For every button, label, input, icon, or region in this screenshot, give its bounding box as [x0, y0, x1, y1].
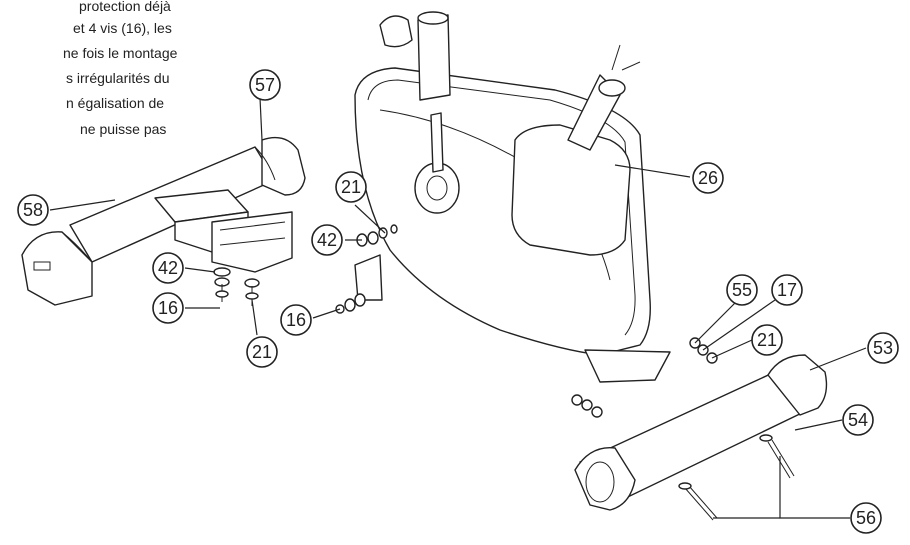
svg-text:16: 16 — [286, 310, 306, 330]
callout-21: 21 — [335, 171, 367, 203]
svg-text:21: 21 — [252, 342, 272, 362]
callout-16: 16 — [152, 292, 184, 324]
callout-21: 21 — [751, 324, 783, 356]
svg-text:21: 21 — [757, 330, 777, 350]
svg-text:16: 16 — [158, 298, 178, 318]
instruction-line: et 4 vis (16), les — [73, 20, 172, 36]
callout-21: 21 — [246, 336, 278, 368]
instruction-line: ne puisse pas — [80, 121, 167, 137]
instruction-line: s irrégularités du — [66, 70, 170, 86]
callout-54: 54 — [842, 404, 874, 436]
rear-bolts — [678, 434, 795, 521]
callout-26: 26 — [692, 162, 724, 194]
front-stabilizer — [21, 136, 306, 306]
callout-17: 17 — [771, 274, 803, 306]
svg-text:53: 53 — [873, 338, 893, 358]
leader-lines — [49, 97, 867, 519]
frame-fasteners — [335, 224, 718, 418]
svg-text:17: 17 — [777, 280, 797, 300]
callout-57: 57 — [249, 69, 281, 101]
instruction-line: n égalisation de — [66, 95, 165, 111]
rear-stabilizer — [574, 354, 828, 511]
callout-42: 42 — [152, 252, 184, 284]
svg-text:54: 54 — [848, 410, 868, 430]
callout-53: 53 — [867, 332, 899, 364]
svg-text:55: 55 — [732, 280, 752, 300]
svg-text:58: 58 — [23, 200, 43, 220]
callout-56: 56 — [850, 502, 882, 534]
instruction-line: ne fois le montage — [63, 45, 178, 61]
callout-16: 16 — [280, 304, 312, 336]
front-fasteners — [213, 267, 260, 306]
svg-text:21: 21 — [341, 177, 361, 197]
svg-text:42: 42 — [158, 258, 178, 278]
svg-text:57: 57 — [255, 75, 275, 95]
instruction-line: protection déjà — [79, 0, 171, 14]
svg-text:56: 56 — [856, 508, 876, 528]
svg-text:42: 42 — [317, 230, 337, 250]
main-frame — [354, 11, 671, 383]
svg-text:26: 26 — [698, 168, 718, 188]
callout-58: 58 — [17, 194, 49, 226]
callout-42: 42 — [311, 224, 343, 256]
callout-55: 55 — [726, 274, 758, 306]
